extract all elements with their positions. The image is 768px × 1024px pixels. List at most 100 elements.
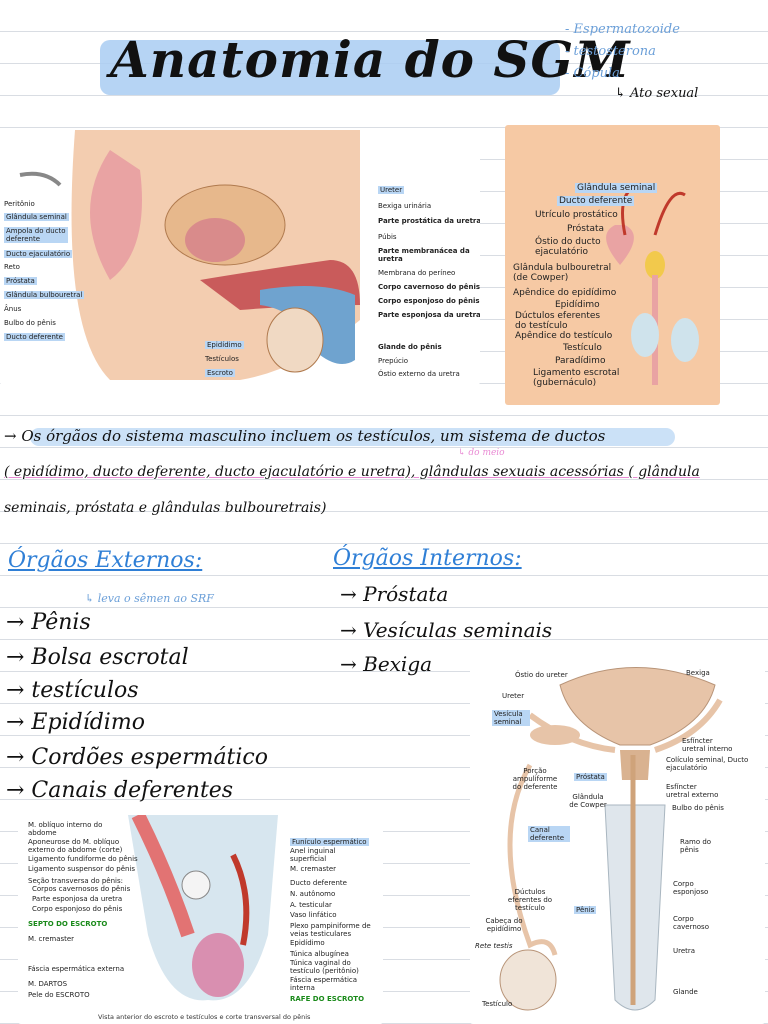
intro-line-3: seminais, próstata e glândulas bulbouret… (4, 500, 327, 516)
scrotum-illustration (128, 815, 278, 1001)
fig1-label: Glande do pênis (378, 343, 442, 351)
fig2-label: Epidídimo (555, 300, 600, 310)
bladder-illustration (499, 667, 723, 1011)
fig4-label: Bulbo do pênis (672, 804, 724, 812)
fig3-label: Seção transversa do pênis: (28, 877, 123, 885)
fig1-label: Escroto (205, 369, 235, 377)
fig1-label: Corpo esponjoso do pênis (378, 297, 480, 305)
fig4-label: Esfíncter uretral externo (666, 783, 719, 799)
fig1-label: Bexiga urinária (378, 202, 432, 210)
externos-item: → Epidídimo (6, 710, 145, 735)
para-highlight-1 (30, 428, 675, 446)
fig3-label: Pele do ESCROTO (28, 991, 90, 999)
fig4-label: Colículo seminal, Ducto ejaculatório (666, 756, 749, 772)
fig4-label: Glande (673, 988, 698, 996)
fig1-label: Testículos (205, 355, 239, 363)
fig3-label: Ducto deferente (290, 879, 347, 887)
internos-item: → Bexiga (340, 652, 433, 676)
internos-item: → Próstata (340, 582, 449, 606)
externos-item: → Bolsa escrotal (6, 645, 189, 670)
fig1-label: Parte prostática da uretra (378, 217, 480, 225)
figure-anterior: Glândula seminal Ducto deferente Utrícul… (505, 125, 720, 405)
fig2-label: Apêndice do testículo (515, 331, 613, 341)
fig3-label: M. cremaster (290, 865, 337, 873)
fig4-label: Canal deferente (528, 826, 570, 842)
fig3-label: RAFE DO ESCROTO (290, 995, 365, 1003)
fig2-label: Óstio do ducto ejaculatório (535, 237, 601, 257)
fig3-label: Ligamento suspensor do pênis (28, 865, 136, 873)
fig3-caption: Vista anterior do escroto e testículos e… (98, 1013, 311, 1021)
fig3-label: A. testicular (290, 901, 332, 909)
fig3-label: Fáscia espermática interna (290, 976, 358, 992)
figure-sagittal: Peritônio Glândula seminal Ampola do duc… (0, 130, 480, 385)
externos-item: → Pênis (6, 610, 91, 635)
fig1-label: Parte esponjosa da uretra (378, 311, 480, 319)
fig4-label: Ureter (502, 692, 525, 700)
fig1-label: Parte membranácea da uretra (378, 247, 470, 263)
fig3-label: Ligamento fundiforme do pênis (28, 855, 138, 863)
internos-item: → Vesículas seminais (340, 618, 553, 642)
page-title: Anatomia do SGM (110, 30, 631, 89)
fig2-label: Apêndice do epidídimo (513, 288, 617, 298)
fig4-label: Esfíncter uretral interno (682, 737, 733, 753)
fig4-label: Porção ampuliforme do deferente (512, 767, 558, 791)
fig3-label: Epidídimo (290, 939, 325, 947)
fig4-label: Vesícula seminal (492, 710, 530, 726)
externos-header: Órgãos Externos: (8, 548, 203, 573)
side-note-1: - Espermatozoide (565, 22, 680, 37)
figure-scrotum: M. oblíquo interno do abdome Aponeurose … (18, 815, 383, 1024)
fig1-label: Óstio externo da uretra (378, 370, 460, 378)
fig2-label: Paradídimo (555, 356, 606, 366)
fig1-label: Ureter (378, 186, 405, 194)
fig3-label: M. oblíquo interno do abdome (28, 821, 103, 837)
externos-item: → Cordões espermático (6, 745, 269, 770)
fig1-label: Ânus (4, 305, 22, 313)
sagittal-illustration (19, 130, 361, 380)
fig1-label: Membrana do períneo (378, 269, 456, 277)
fig4-label: Bexiga (686, 669, 710, 677)
fig2-label: Glândula bulbouretral (de Cowper) (513, 263, 612, 283)
fig4-label: Glândula de Cowper (569, 793, 607, 809)
fig2-label: Dúctulos eferentes do testículo (515, 311, 601, 331)
internos-header: Órgãos Internos: (333, 546, 522, 571)
fig1-label: Corpo cavernoso do pênis (378, 283, 480, 291)
side-note-3: - Cópula (565, 66, 620, 81)
fig4-label: Próstata (574, 773, 607, 781)
externos-item: → testículos (6, 678, 139, 703)
fig1-label: Ducto deferente (4, 333, 65, 341)
fig4-label: Uretra (673, 947, 696, 955)
fig3-label: Funículo espermático (290, 838, 369, 846)
fig3-label: Corpos cavernosos do pênis (32, 885, 131, 893)
fig3-label: Fáscia espermática externa (28, 965, 125, 973)
fig1-label: Bulbo do pênis (4, 319, 56, 327)
fig4-label: Ramo do pênis (680, 838, 712, 854)
fig4-label: Óstio do ureter (515, 671, 568, 679)
fig1-label: Púbis (378, 233, 397, 241)
fig1-label: Próstata (4, 277, 37, 285)
fig4-label: Dúctulos eferentes do testículo (507, 888, 553, 912)
fig1-label: Glândula bulbouretral (4, 291, 85, 299)
anterior-illustration (606, 183, 699, 385)
intro-line-2: ( epidídimo, ducto deferente, ducto ejac… (4, 464, 700, 480)
title-highlight (100, 40, 560, 95)
fig3-label: Parte esponjosa da uretra (32, 895, 123, 903)
fig2-label: Glândula seminal (575, 183, 658, 193)
fig2-label: Ligamento escrotal (gubernáculo) (533, 368, 620, 388)
fig4-label: Cabeça do epidídimo (485, 917, 523, 933)
fig3-label: Túnica vaginal do testículo (peritônio) (290, 959, 359, 975)
fig3-label: Plexo pampiniforme de veias testiculares (290, 922, 371, 938)
fig1-label: Glândula seminal (4, 213, 69, 221)
fig4-label: Rete testis (475, 942, 513, 950)
externos-item: → Canais deferentes (6, 778, 234, 803)
side-note-2: - testosterona (565, 44, 656, 59)
fig1-label: Ducto ejaculatório (4, 250, 73, 258)
fig1-label: Prepúcio (378, 357, 409, 365)
fig4-label: Corpo cavernoso (673, 915, 709, 931)
fig4-label: Pênis (574, 906, 597, 914)
fig2-label: Próstata (567, 224, 605, 234)
fig4-label: Testículo (482, 1000, 513, 1008)
fig1-label: Reto (4, 263, 20, 271)
fig3-label: SEPTO DO ESCROTO (28, 920, 108, 928)
figure-bladder-penis: Óstio do ureter Ureter Vesícula seminal … (470, 655, 765, 1024)
fig3-label: Anel inguinal superficial (290, 847, 336, 863)
